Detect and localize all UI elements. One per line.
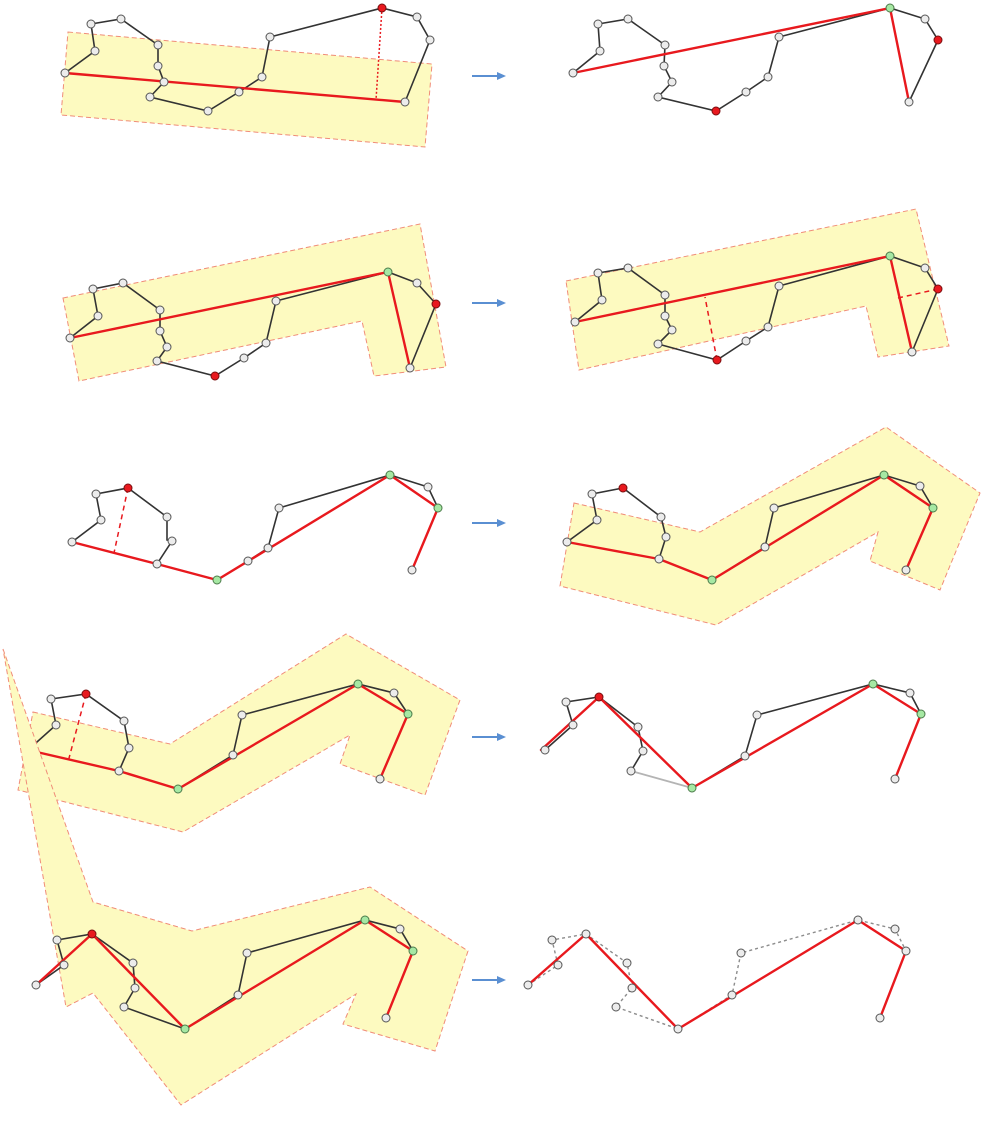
farthest-vertex bbox=[711, 106, 721, 116]
tolerance-corridor bbox=[17, 633, 461, 833]
farthest-vertex bbox=[81, 689, 91, 699]
original-polyline bbox=[35, 919, 414, 1030]
kept-vertex bbox=[180, 1024, 190, 1034]
kept-vertex bbox=[353, 679, 363, 689]
vertices bbox=[60, 3, 435, 116]
farthest-vertex bbox=[377, 3, 387, 13]
vertices bbox=[523, 915, 911, 1034]
kept-vertex bbox=[360, 915, 370, 925]
kept-vertex bbox=[868, 679, 878, 689]
step-4-before bbox=[17, 633, 461, 833]
tolerance-corridor bbox=[565, 208, 950, 371]
step-3-before bbox=[67, 470, 443, 585]
kept-vertex bbox=[173, 784, 183, 794]
farthest-vertex bbox=[594, 692, 604, 702]
vertices bbox=[540, 679, 926, 793]
vertices bbox=[31, 915, 418, 1034]
kept-vertex bbox=[916, 709, 926, 719]
kept-vertex bbox=[928, 503, 938, 513]
step-1-before bbox=[60, 3, 435, 148]
tolerance-corridor bbox=[2, 648, 469, 1106]
simplified-segment bbox=[63, 71, 407, 104]
farthest-vertex bbox=[123, 483, 133, 493]
tolerance-corridor bbox=[62, 223, 447, 382]
simplified-polyline bbox=[70, 473, 440, 582]
kept-vertex bbox=[212, 575, 222, 585]
farthest-vertex bbox=[618, 483, 628, 493]
kept-vertex bbox=[383, 267, 393, 277]
original-polyline bbox=[572, 7, 939, 112]
original-polyline bbox=[574, 255, 939, 361]
kept-vertex bbox=[687, 783, 697, 793]
kept-vertex bbox=[879, 470, 889, 480]
farthest-vertex bbox=[87, 929, 97, 939]
farthest-vertex bbox=[210, 371, 220, 381]
step-4-after bbox=[539, 679, 926, 793]
simplified-polyline bbox=[526, 918, 908, 1031]
arrow-4 bbox=[472, 733, 506, 741]
kept-vertex bbox=[408, 946, 418, 956]
farthest-vertex bbox=[933, 35, 943, 45]
original-polyline bbox=[69, 271, 437, 377]
distance-line bbox=[375, 7, 383, 101]
step-2-after bbox=[565, 208, 950, 371]
vertices bbox=[23, 679, 413, 794]
distance-line bbox=[113, 487, 129, 554]
removed-edge bbox=[630, 770, 693, 789]
simplified-polyline bbox=[26, 682, 410, 791]
kept-vertex bbox=[385, 470, 395, 480]
step-3-after bbox=[559, 426, 981, 626]
removed-original-polyline bbox=[527, 919, 907, 1030]
arrow-1 bbox=[472, 72, 506, 80]
kept-vertex bbox=[885, 3, 895, 13]
farthest-vertex bbox=[933, 284, 943, 294]
farthest-vertex bbox=[712, 355, 722, 365]
original-polyline bbox=[64, 7, 431, 112]
vertices bbox=[65, 267, 441, 381]
simplified-polyline bbox=[571, 6, 911, 104]
vertices bbox=[568, 3, 943, 116]
vertices bbox=[570, 251, 943, 365]
original-polyline bbox=[691, 683, 922, 789]
farthest-vertex bbox=[431, 299, 441, 309]
simplified-polyline bbox=[539, 682, 923, 790]
simplified-polyline bbox=[34, 918, 415, 1031]
kept-vertex bbox=[403, 709, 413, 719]
kept-vertex bbox=[433, 503, 443, 513]
distance-line bbox=[897, 288, 939, 299]
kept-vertex bbox=[885, 251, 895, 261]
vertices bbox=[67, 470, 443, 585]
arrow-2 bbox=[472, 299, 506, 307]
distance-line bbox=[67, 693, 87, 763]
step-1-after bbox=[568, 3, 943, 116]
step-5-after bbox=[523, 915, 911, 1034]
kept-vertex bbox=[707, 575, 717, 585]
simplified-polyline bbox=[565, 473, 935, 582]
arrow-5 bbox=[472, 976, 506, 984]
arrow-3 bbox=[472, 519, 506, 527]
vertices bbox=[562, 470, 938, 585]
distance-line bbox=[704, 296, 718, 361]
step-2-before bbox=[62, 223, 447, 382]
step-5-before bbox=[2, 648, 469, 1106]
